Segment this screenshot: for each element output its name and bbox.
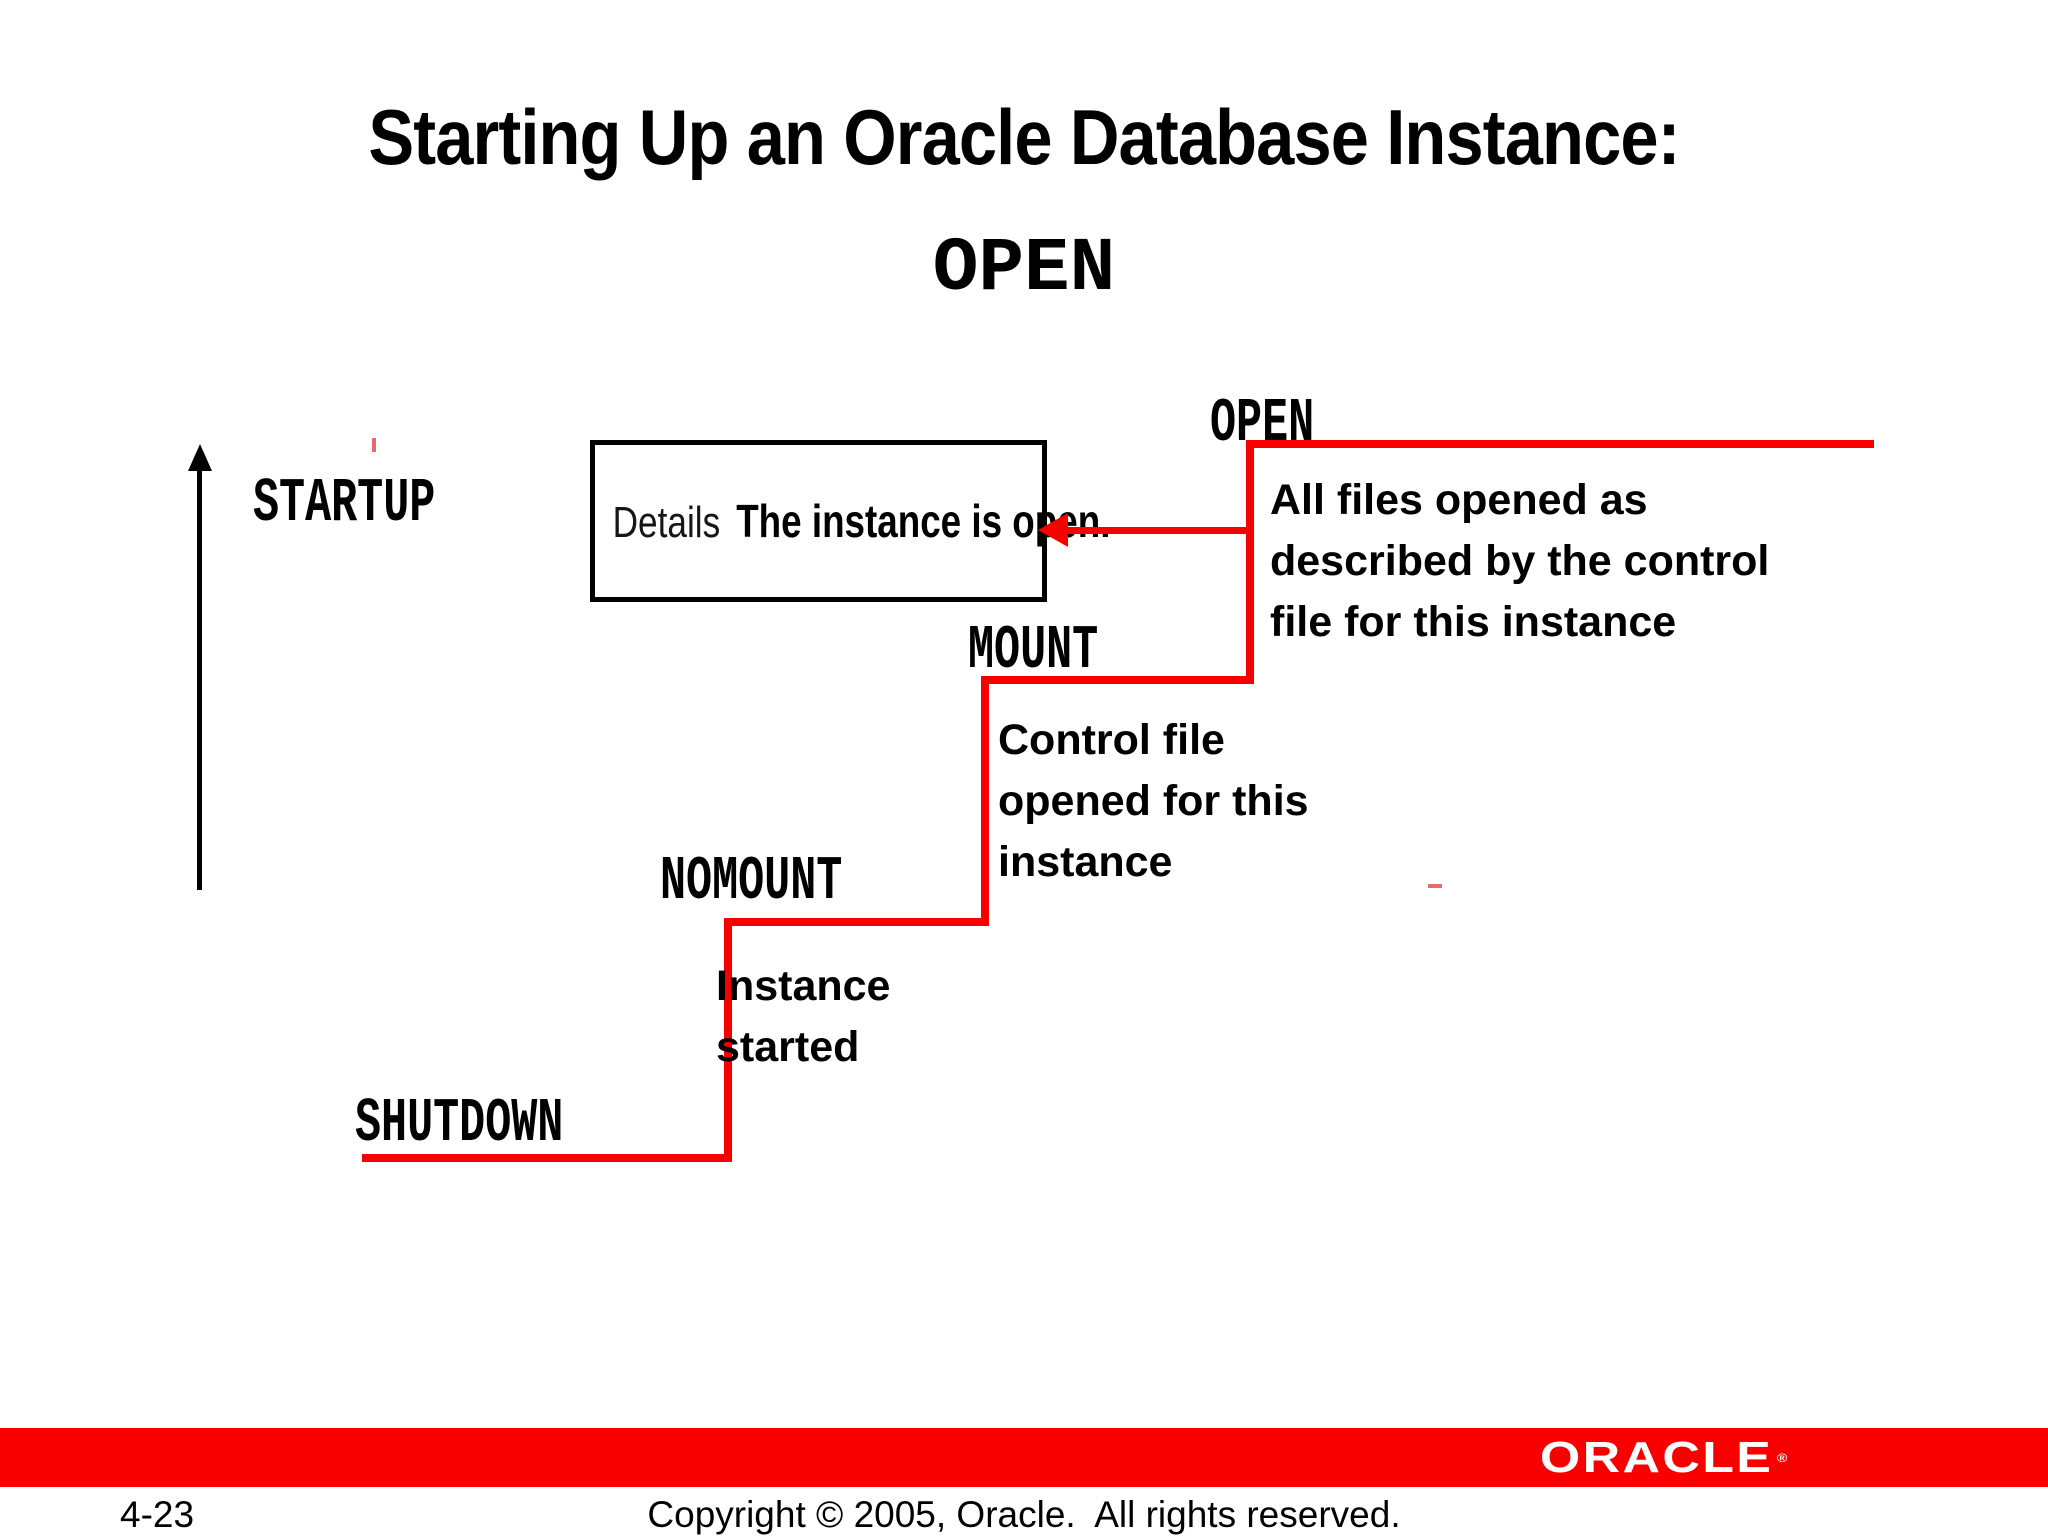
- details-pointer-arrow-shaft: [1066, 527, 1246, 534]
- stray-mark: [372, 438, 376, 452]
- staircase-riser-nomount-mount: [981, 676, 989, 926]
- staircase-riser-mount-open: [1246, 440, 1254, 684]
- details-box-label: Details: [612, 498, 721, 547]
- details-pointer-arrow-left-icon: [1038, 513, 1068, 547]
- staircase-segment-nomount: [724, 918, 989, 926]
- copyright-text: Copyright © 2005, Oracle. All rights res…: [647, 1494, 1401, 1535]
- note-mount: Control file opened for this instance: [998, 716, 1309, 886]
- page-number: 4-23: [120, 1494, 195, 1535]
- startup-axis-label: STARTUP: [253, 468, 436, 539]
- details-box: Details The instance is open.: [590, 440, 1110, 602]
- note-nomount: Instance started: [716, 962, 891, 1071]
- staircase-riser-shutdown-nomount: [724, 918, 732, 1162]
- state-label-nomount: NOMOUNT: [660, 846, 843, 917]
- state-label-mount: MOUNT: [968, 615, 1099, 686]
- state-label-shutdown: SHUTDOWN: [355, 1088, 564, 1159]
- staircase-segment-open: [1246, 440, 1874, 448]
- slide-title: Starting Up an Oracle Database Instance:: [368, 93, 1680, 181]
- startup-arrow-up-icon: [188, 444, 212, 471]
- slide-subtitle: OPEN: [932, 226, 1116, 312]
- oracle-logo: ORACLE®: [1540, 1432, 1790, 1482]
- state-label-open: OPEN: [1210, 388, 1315, 459]
- staircase-segment-mount: [981, 676, 1254, 684]
- startup-arrow-shaft: [197, 468, 202, 890]
- footer-red-bar: [0, 1428, 2048, 1487]
- stray-mark: [1428, 884, 1442, 888]
- note-open: All files opened as described by the con…: [1270, 476, 1770, 646]
- staircase-segment-shutdown: [362, 1154, 732, 1162]
- oracle-logo-text: ORACLE: [1540, 1432, 1774, 1482]
